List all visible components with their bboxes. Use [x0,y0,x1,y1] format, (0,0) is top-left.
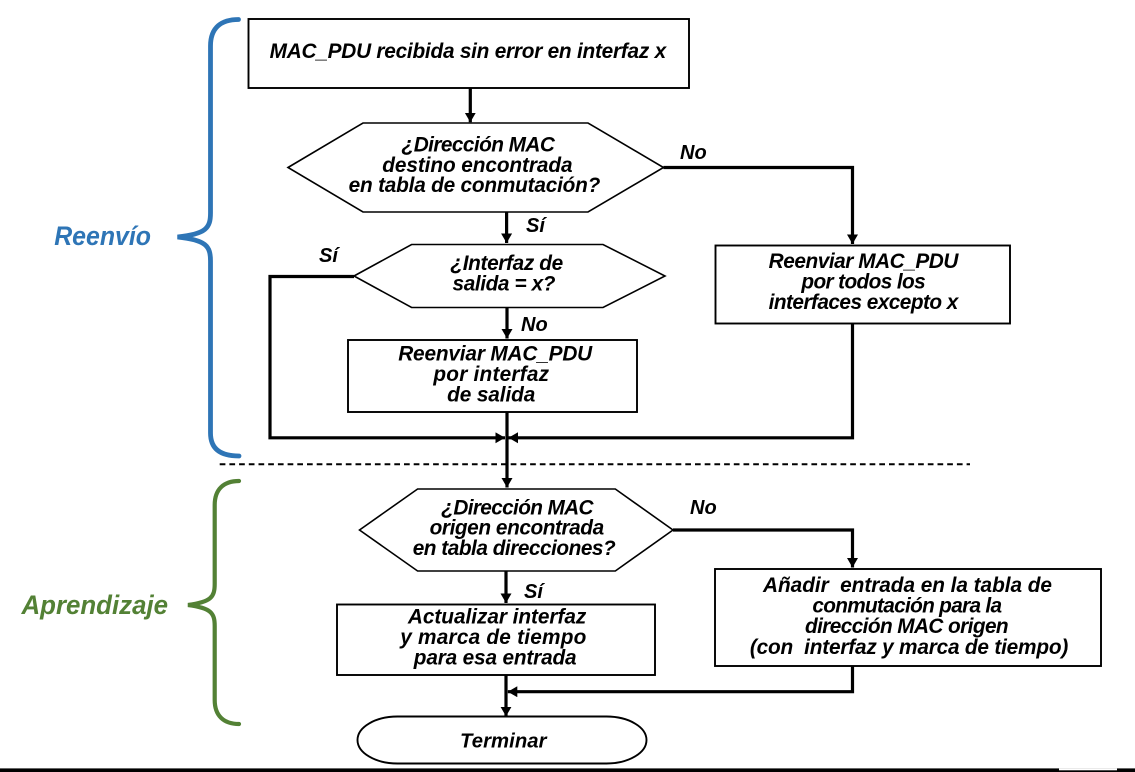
svg-text:origen encontrada: origen encontrada [430,517,605,540]
svg-text:Aprendizaje: Aprendizaje [21,590,168,620]
svg-text:¿Dirección MAC: ¿Dirección MAC [402,133,556,156]
svg-text:Sí: Sí [526,215,547,237]
svg-text:Terminar: Terminar [460,731,548,753]
svg-text:conmutación para la: conmutación para la [812,595,1002,618]
svg-text:de salida: de salida [447,383,535,406]
svg-text:Reenviar MAC_PDU: Reenviar MAC_PDU [769,250,960,273]
svg-text:Añadir entrada en la tabla de: Añadir entrada en la tabla de [762,574,1052,597]
svg-text:dirección MAC origen: dirección MAC origen [805,615,1009,638]
svg-text:¿Dirección MAC: ¿Dirección MAC [441,496,594,519]
svg-text:y marca de tiempo: y marca de tiempo [399,626,586,649]
svg-text:Sí: Sí [319,245,340,267]
svg-text:Sí: Sí [524,581,545,603]
svg-text:en tabla de conmutación?: en tabla de conmutación? [349,174,601,197]
svg-text:para esa entrada: para esa entrada [413,646,577,669]
svg-text:interfaces excepto x: interfaces excepto x [769,291,960,314]
svg-text:Actualizar interfaz: Actualizar interfaz [407,606,587,629]
svg-text:No: No [680,142,707,164]
svg-text:No: No [690,497,717,519]
svg-text:MAC_PDU recibida sin error en: MAC_PDU recibida sin error en interfaz x [270,40,668,63]
svg-text:destino encontrada: destino encontrada [382,154,572,177]
svg-text:¿Interfaz de: ¿Interfaz de [450,252,563,275]
svg-text:por todos los: por todos los [800,270,925,293]
svg-text:en tabla direcciones?: en tabla direcciones? [413,537,616,560]
svg-text:(con interfaz y marca de tiem: (con interfaz y marca de tiempo) [750,636,1068,659]
svg-text:Reenviar MAC_PDU: Reenviar MAC_PDU [398,343,593,366]
svg-text:por interfaz: por interfaz [432,363,549,386]
svg-text:No: No [521,314,548,336]
svg-text:salida = x?: salida = x? [453,272,556,295]
svg-text:Reenvío: Reenvío [54,221,151,251]
